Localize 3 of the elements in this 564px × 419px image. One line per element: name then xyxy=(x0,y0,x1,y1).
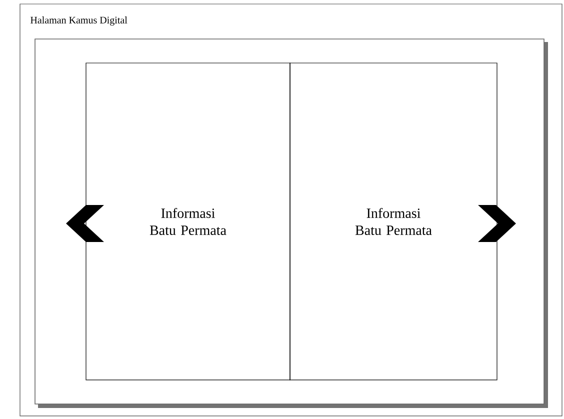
page-title: Halaman Kamus Digital xyxy=(30,16,128,26)
page-panel: Informasi Batu Permata xyxy=(86,62,290,380)
page-panel: Informasi Batu Permata xyxy=(290,62,498,380)
